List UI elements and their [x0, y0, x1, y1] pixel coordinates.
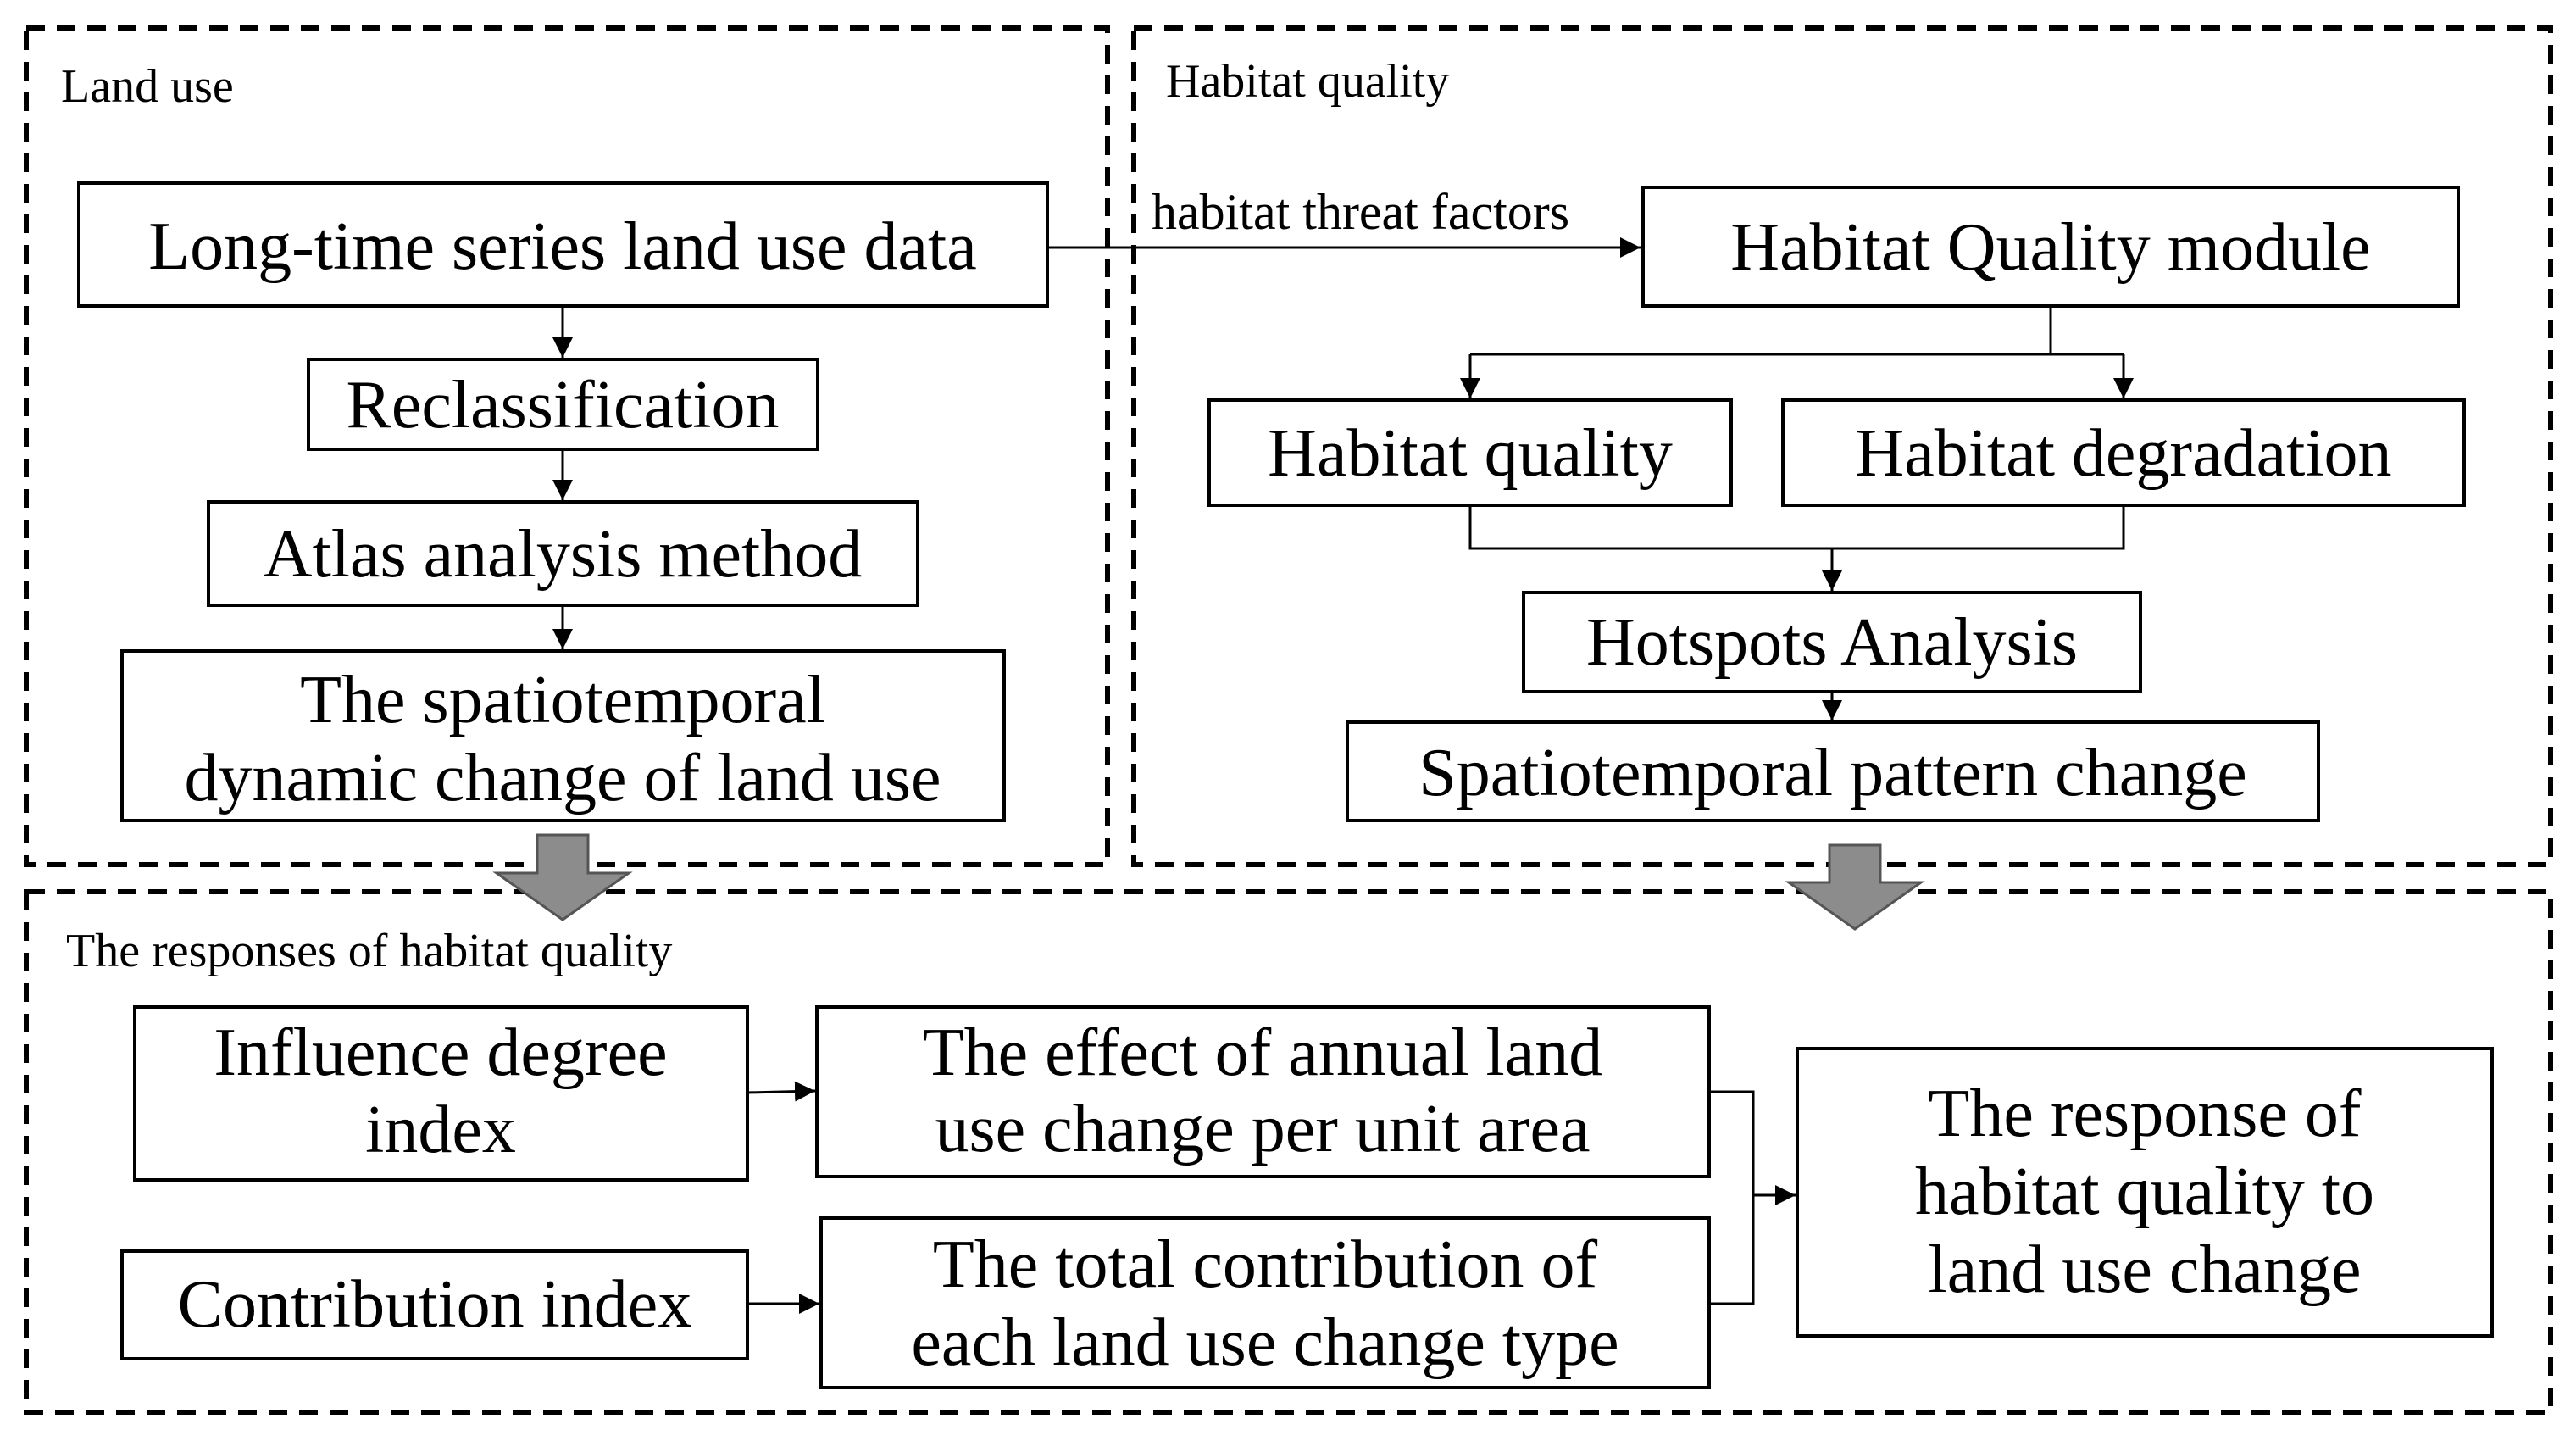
block-arrow-left — [492, 833, 633, 921]
node-atlas-analysis: Atlas analysis method — [207, 500, 919, 607]
node-habitat-quality-label: Habitat quality — [1268, 416, 1673, 491]
edge-habitat-threat-factors-label: habitat threat factors — [1152, 184, 1569, 240]
node-hq-module-label: Habitat Quality module — [1730, 210, 2370, 285]
region-responses: The responses of habitat quality — [24, 889, 2553, 1415]
block-arrow-right — [1785, 843, 1925, 931]
node-spatiotemporal-dynamic-line-2: dynamic change of land use — [184, 741, 941, 815]
node-hotspots-label: Hotspots Analysis — [1586, 605, 2078, 680]
arrow-influence-to-effect — [747, 1081, 816, 1102]
node-habitat-degradation: Habitat degradation — [1781, 398, 2466, 507]
node-contribution-index-label: Contribution index — [178, 1267, 692, 1342]
edge-habitat-threat-factors: habitat threat factors — [1047, 184, 1641, 258]
node-spatiotemporal-dynamic: The spatiotemporal dynamic change of lan… — [120, 649, 1006, 822]
node-reclassification: Reclassification — [307, 358, 819, 451]
connector-merge-bar — [1468, 505, 2125, 550]
node-effect-annual: The effect of annual land use change per… — [815, 1005, 1711, 1178]
node-pattern-change: Spatiotemporal pattern change — [1346, 720, 2320, 822]
node-influence-index-line-1: Influence degree — [214, 1015, 667, 1090]
connectors-responses — [747, 1081, 1796, 1314]
node-response: The response of habitat quality to land … — [1796, 1047, 2494, 1338]
node-long-time-series-label: Long-time series land use data — [148, 209, 976, 284]
node-effect-annual-line-1: The effect of annual land — [923, 1015, 1603, 1090]
node-habitat-degradation-label: Habitat degradation — [1855, 416, 2391, 491]
node-long-time-series: Long-time series land use data — [77, 181, 1049, 308]
region-habitat-quality-label: Habitat quality — [1166, 55, 1449, 108]
node-effect-annual-line-2: use change per unit area — [935, 1092, 1591, 1166]
node-spatiotemporal-dynamic-line-1: The spatiotemporal — [300, 663, 825, 737]
node-total-contribution-line-2: each land use change type — [911, 1305, 1618, 1380]
node-influence-index-line-2: index — [365, 1093, 516, 1167]
node-response-line-2: habitat quality to — [1915, 1154, 2374, 1229]
node-atlas-analysis-label: Atlas analysis method — [264, 517, 863, 592]
node-pattern-change-label: Spatiotemporal pattern change — [1418, 736, 2246, 810]
node-total-contribution-line-1: The total contribution of — [933, 1227, 1598, 1302]
node-influence-index: Influence degree index — [133, 1005, 749, 1182]
connector-merge-effects — [1709, 1090, 1755, 1305]
region-land-use-label: Land use — [61, 60, 234, 113]
node-habitat-quality: Habitat quality — [1208, 398, 1733, 507]
region-responses-label: The responses of habitat quality — [66, 925, 672, 977]
node-hq-module: Habitat Quality module — [1641, 186, 2460, 308]
node-response-line-1: The response of — [1929, 1077, 2362, 1151]
connectors-habitat-column — [1460, 306, 2134, 720]
node-response-line-3: land use change — [1929, 1232, 2362, 1307]
node-total-contribution: The total contribution of each land use … — [819, 1216, 1711, 1389]
node-reclassification-label: Reclassification — [347, 368, 780, 442]
node-contribution-index: Contribution index — [120, 1249, 749, 1360]
node-hotspots: Hotspots Analysis — [1522, 591, 2142, 693]
